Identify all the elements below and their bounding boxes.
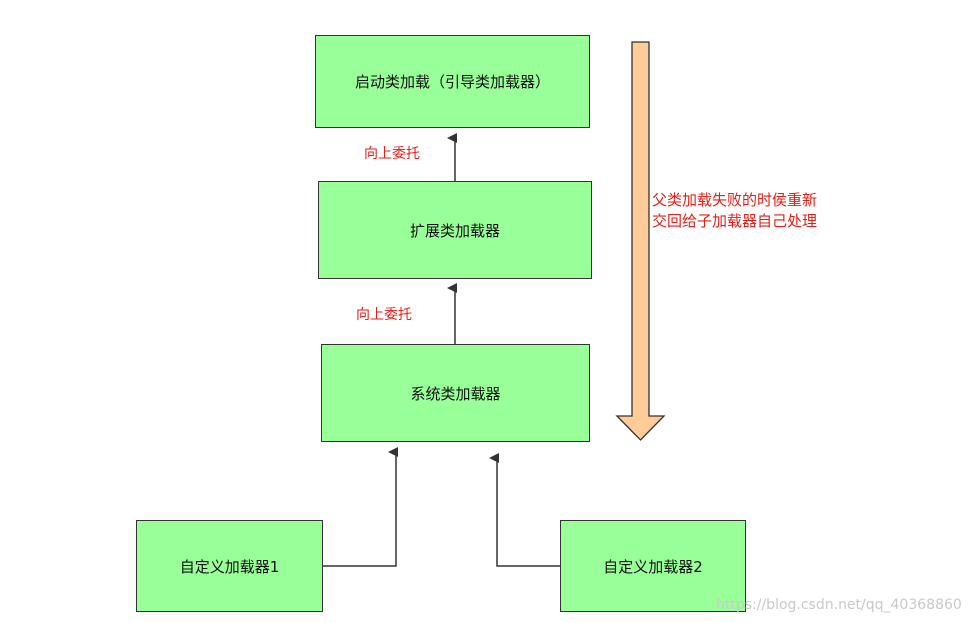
fallback-note-line2: 交回给子加载器自己处理 — [652, 212, 818, 230]
big-down-arrow — [615, 41, 666, 441]
delegate-up-label-upper: 向上委托 — [364, 146, 420, 162]
watermark-text: https://blog.csdn.net/qq_40368860 — [716, 597, 962, 613]
bootstrap-loader-label: 启动类加载（引导类加载器） — [354, 73, 550, 91]
custom-loader-1-box: 自定义加载器1 — [136, 520, 323, 612]
bootstrap-loader-box: 启动类加载（引导类加载器） — [315, 35, 590, 128]
custom-loader-1-label: 自定义加载器1 — [179, 557, 280, 576]
extension-loader-label: 扩展类加载器 — [409, 221, 500, 240]
extension-loader-box: 扩展类加载器 — [318, 181, 592, 279]
fallback-note: 父类加载失败的时侯重新 交回给子加载器自己处理 — [652, 190, 817, 232]
arrow-custom1-to-system — [322, 447, 398, 567]
system-loader-label: 系统类加载器 — [410, 384, 501, 403]
delegate-up-label-lower: 向上委托 — [356, 307, 412, 323]
system-loader-box: 系统类加载器 — [321, 344, 590, 442]
custom-loader-2-box: 自定义加载器2 — [560, 520, 746, 612]
arrow-custom2-to-system — [489, 453, 561, 567]
fallback-note-line1: 父类加载失败的时侯重新 — [652, 191, 818, 209]
custom-loader-2-label: 自定义加载器2 — [603, 557, 703, 576]
